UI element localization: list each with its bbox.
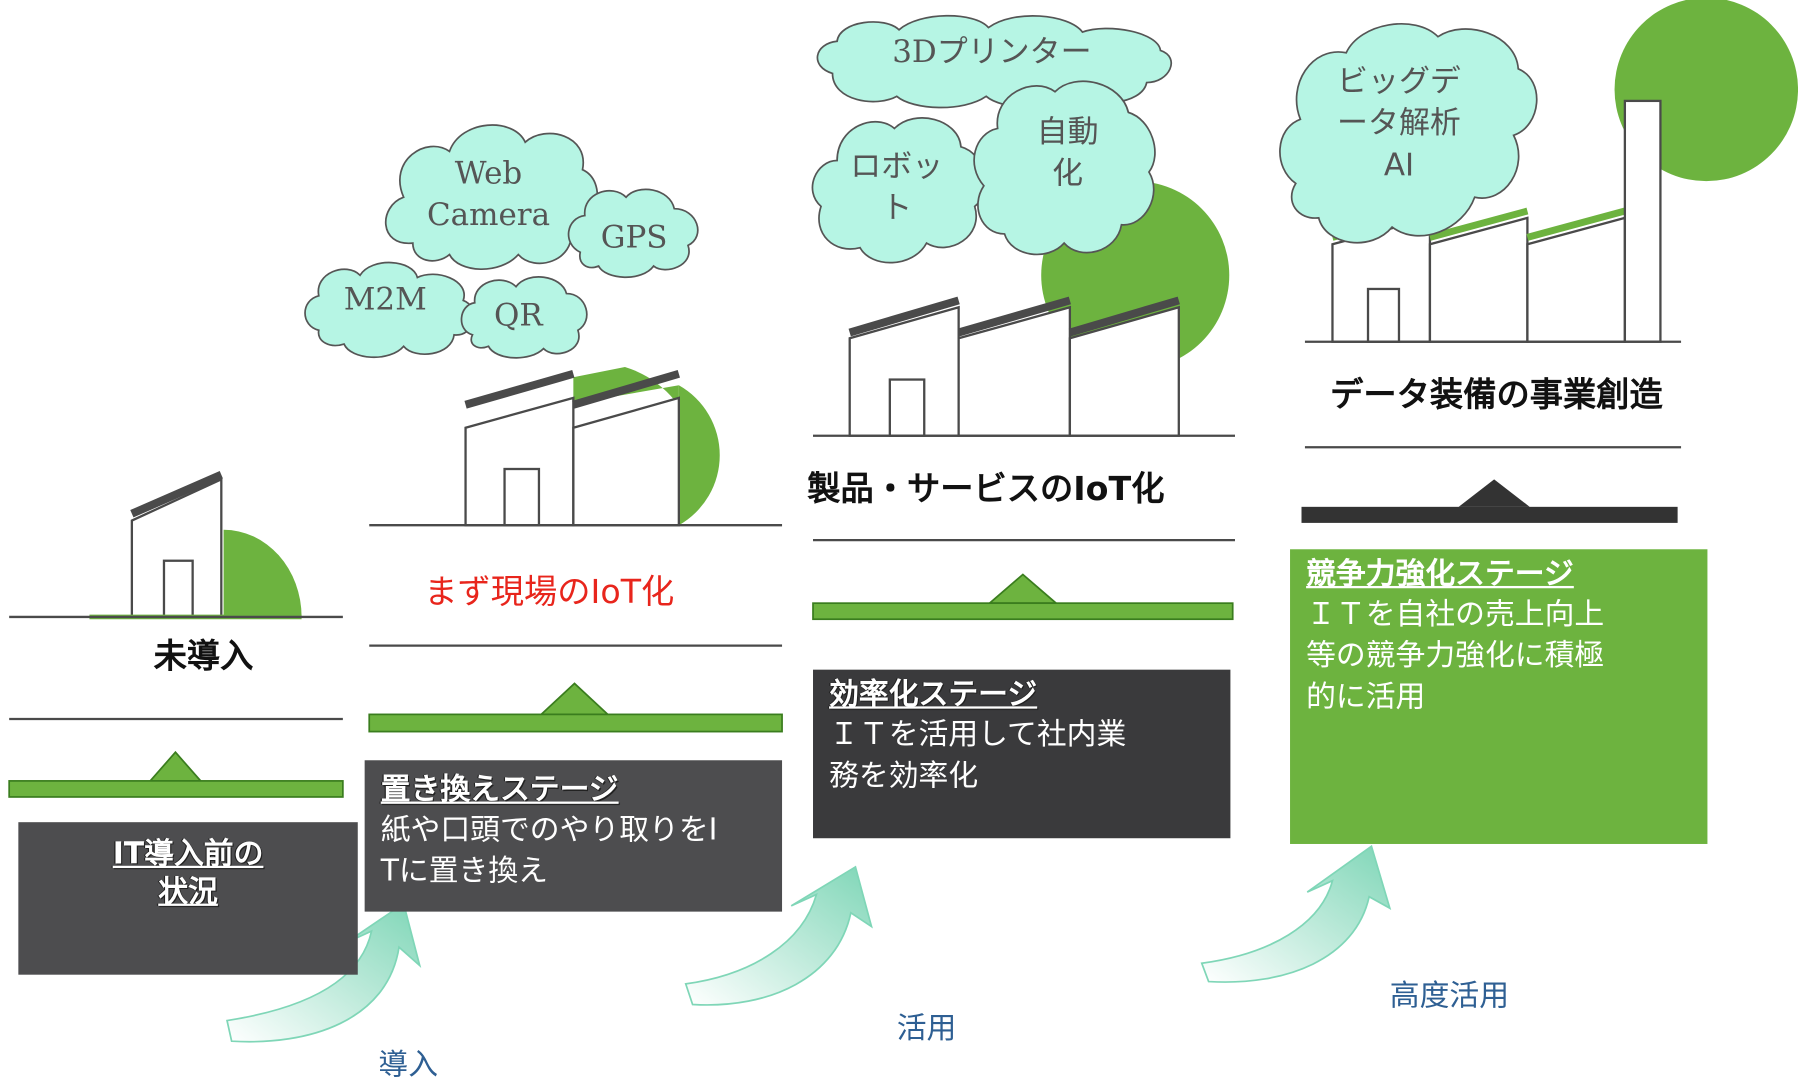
factory-stage-4 bbox=[1304, 0, 1798, 343]
cloud-label-big-data-ai: ビッグデ ータ解析 AI bbox=[1337, 64, 1461, 184]
cloud-label-3d-printer: 3Dプリンター bbox=[892, 34, 1092, 70]
cloud-big-data-ai bbox=[1279, 23, 1538, 244]
stage-2-box-body: 紙や口頭でのやり取りをI Tに置き換え bbox=[380, 812, 718, 889]
cloud-label-m2m: M2M bbox=[343, 282, 427, 318]
stage-2-box-heading: 置き換えステージ bbox=[380, 772, 619, 808]
arrow-advanced-utilization bbox=[1200, 844, 1392, 983]
stage-3-box: 効率化ステージ ＩＴを活用して社内業 務を効率化 bbox=[813, 669, 1231, 839]
factory-stage-1 bbox=[9, 471, 343, 620]
stage-2-box: 置き換えステージ 紙や口頭でのやり取りをI Tに置き換え bbox=[364, 760, 783, 912]
factory-stage-2 bbox=[369, 366, 783, 527]
cloud-automation bbox=[973, 80, 1156, 256]
pedestal-stage-3 bbox=[812, 573, 1234, 621]
cloud-gps bbox=[567, 188, 699, 279]
cloud-label-qr: QR bbox=[493, 298, 543, 334]
cloud-label-gps: GPS bbox=[600, 220, 668, 256]
pedestal-stage-4 bbox=[1301, 479, 1678, 523]
cloud-label-web-camera: Web Camera bbox=[426, 155, 551, 234]
stage-1-title: 未導入 bbox=[153, 636, 254, 676]
cloud-qr bbox=[460, 276, 588, 359]
arrow-introduction bbox=[226, 902, 422, 1043]
stage-3-title: 製品・サービスのIoT化 bbox=[807, 469, 1165, 508]
stage-1-box: IT導入前の 状況 bbox=[18, 822, 358, 975]
arrow-label-utilization: 活用 bbox=[896, 1011, 957, 1046]
cloud-label-automation: 自動 化 bbox=[1036, 114, 1099, 193]
stage-2-title: まず現場のIoT化 bbox=[424, 572, 675, 612]
stage-3-box-heading: 効率化ステージ bbox=[829, 677, 1038, 713]
stage-1-box-heading: IT導入前の 状況 bbox=[112, 837, 264, 909]
arrow-label-introduction: 導入 bbox=[378, 1048, 439, 1083]
arrow-label-advanced-utilization: 高度活用 bbox=[1389, 979, 1510, 1014]
pedestal-stage-1 bbox=[8, 750, 344, 798]
stage-3-box-body: ＩＴを活用して社内業 務を効率化 bbox=[829, 717, 1127, 794]
cloud-label-robot: ロボッ ト bbox=[850, 149, 944, 227]
cloud-m2m bbox=[304, 261, 475, 359]
cloud-web-camera bbox=[384, 124, 599, 271]
stage-4-box: 競争力強化ステージ ＩＴを自社の売上向上 等の競争力強化に積極 的に活用 bbox=[1290, 549, 1708, 844]
stage-4-box-body: ＩＴを自社の売上向上 等の競争力強化に積極 的に活用 bbox=[1306, 596, 1605, 715]
pedestal-stage-2 bbox=[368, 682, 783, 733]
stage-4-box-heading: 競争力強化ステージ bbox=[1306, 557, 1574, 592]
stage-4-title: データ装備の事業創造 bbox=[1330, 374, 1663, 414]
arrow-utilization bbox=[684, 865, 873, 1006]
